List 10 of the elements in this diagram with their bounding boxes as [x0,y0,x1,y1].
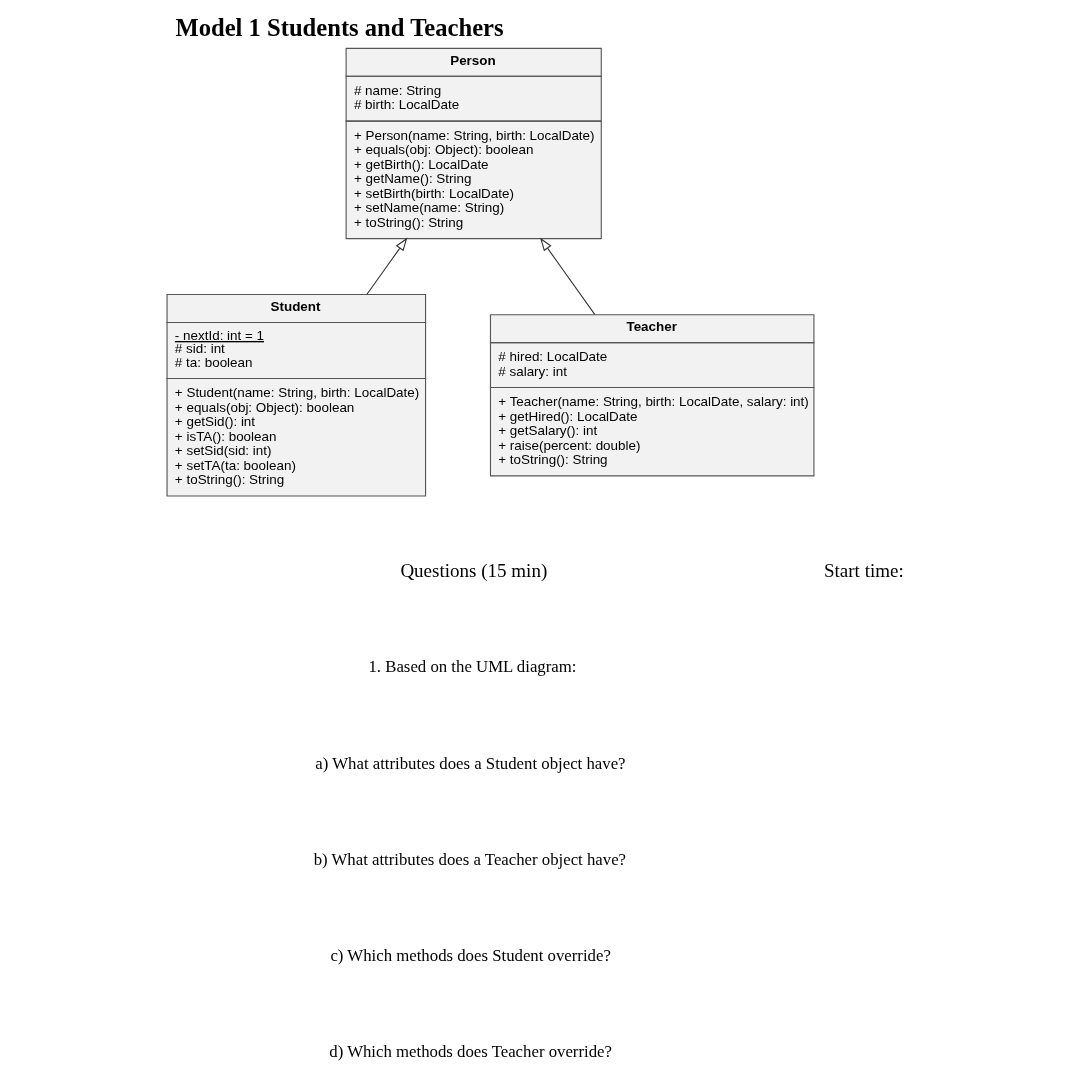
label: d) Which methods does Teacher override? [329,1042,612,1062]
label: c) Which methods does Student override? [330,946,611,966]
label: 1. Based on the UML diagram: [368,657,577,677]
label: b) What attributes does a Teacher object have? [313,849,627,869]
label: Start time: [823,559,904,581]
arrow [539,237,596,315]
label: a) What attributes does a Student object have? [315,753,626,773]
arrow [366,237,408,295]
diagram-title: Model 1 Students and Teachers [175,13,504,41]
label: Questions (15 min) [400,559,548,581]
